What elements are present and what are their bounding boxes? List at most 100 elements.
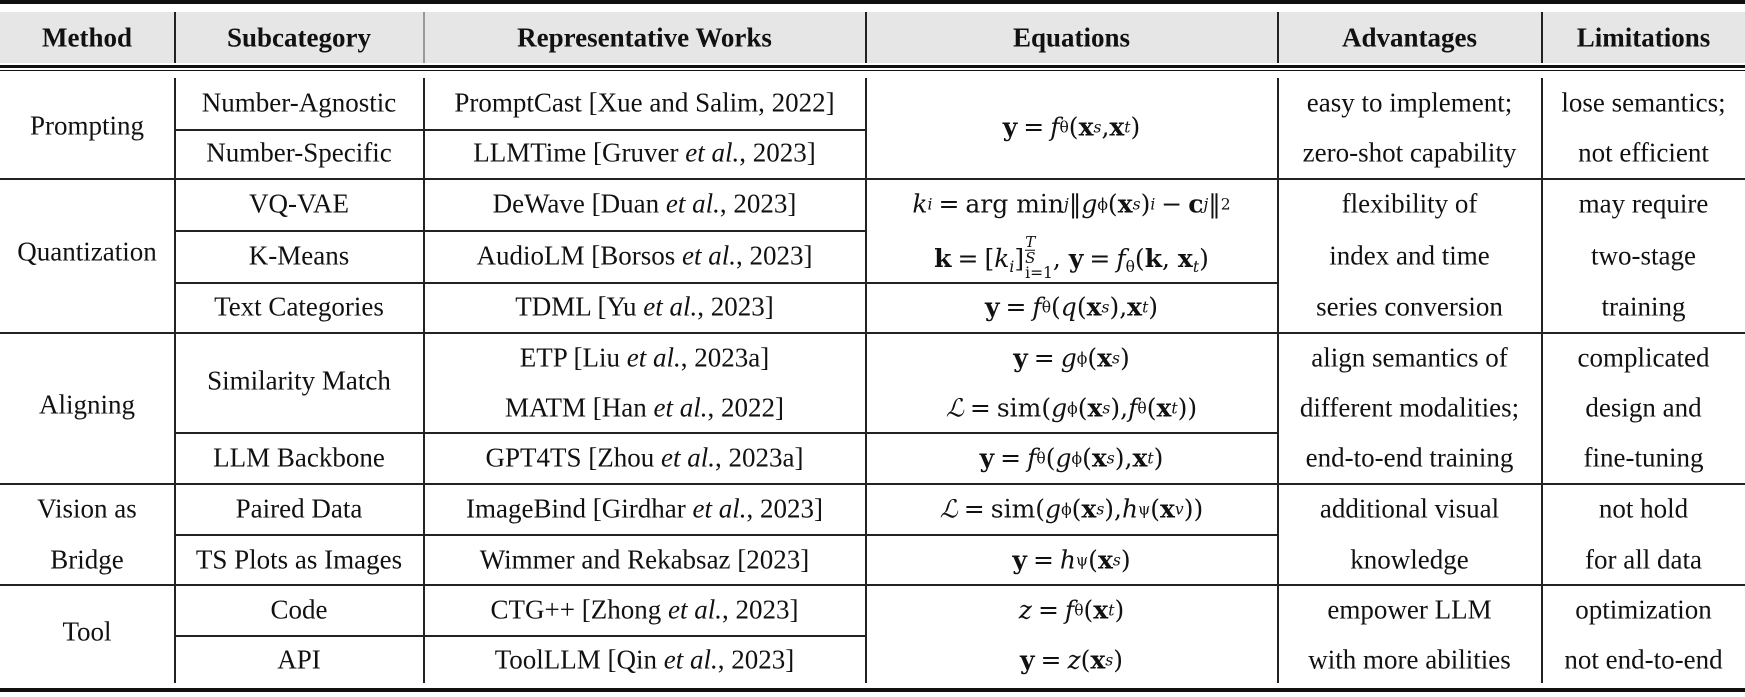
work-citation: DeWave [Duan <box>492 188 666 219</box>
limitation-line: not efficient <box>1578 137 1709 168</box>
advantage-line: series conversion <box>1316 291 1503 322</box>
header-limitations: Limitations <box>1576 22 1711 53</box>
header-rule-thick <box>0 65 1745 68</box>
header-method: Method <box>42 22 132 53</box>
advantage-line: index and time <box>1329 240 1490 271</box>
method-prompting: Prompting <box>29 110 144 141</box>
work-cell: LLMTime [Gruver et al., 2023] <box>424 137 865 168</box>
work-etal: et al. <box>665 188 720 219</box>
equation-k-means-lhs: k=[ki] <box>934 243 1025 276</box>
column-divider <box>1277 78 1279 683</box>
frac-denominator: S <box>1025 248 1036 267</box>
work-year: , 2023] <box>719 188 797 219</box>
row-divider <box>174 129 865 131</box>
limitation-line: optimization <box>1575 594 1712 625</box>
advantage-line: zero-shot capability <box>1302 137 1517 168</box>
header-divider <box>174 12 176 63</box>
header-equations: Equations <box>1012 22 1131 53</box>
work-cell: GPT4TS [Zhou et al., 2023a] <box>424 442 865 473</box>
advantage-line: align semantics of <box>1311 342 1508 373</box>
header-subcategory: Subcategory <box>227 22 371 53</box>
work-cell: DeWave [Duan et al., 2023] <box>424 188 865 219</box>
work-citation: ImageBind [Girdhar <box>466 493 693 524</box>
limitation-line: complicated <box>1577 342 1710 373</box>
advantage-line: empower LLM <box>1327 594 1492 625</box>
subcategory-cell: Similarity Match <box>207 365 391 396</box>
limitation-line: for all data <box>1585 544 1702 575</box>
header-rule-thin <box>0 69 1745 71</box>
work-citation: CTG++ [Zhong <box>490 594 668 625</box>
work-year: , 2023] <box>697 291 774 322</box>
limitation-line: not hold <box>1598 493 1689 524</box>
subcategory-cell: Number-Specific <box>206 137 392 168</box>
advantage-line: additional visual <box>1319 493 1500 524</box>
advantage-line: easy to implement; <box>1306 87 1513 118</box>
work-cell: AudioLM [Borsos et al., 2023] <box>424 240 865 271</box>
bottom-rule <box>0 688 1745 692</box>
limitation-line: not end-to-end <box>1564 644 1723 675</box>
column-divider <box>423 78 425 683</box>
work-etal: et al. <box>685 137 740 168</box>
work-cell: CTG++ [Zhong et al., 2023] <box>424 594 865 625</box>
advantage-line: end-to-end training <box>1305 442 1514 473</box>
limitation-line: two-stage <box>1591 240 1696 271</box>
section-divider <box>0 483 1745 485</box>
equation-k-means-rhs: , y=fθ(k, xt) <box>1052 243 1209 276</box>
work-citation: MATM [Han <box>505 392 654 423</box>
work-cell: ImageBind [Girdhar et al., 2023] <box>424 493 865 524</box>
header-divider <box>865 12 867 63</box>
lower-limit: i=1 <box>1025 263 1053 282</box>
header-representative-works: Representative Works <box>517 22 772 53</box>
column-divider <box>174 78 176 683</box>
advantage-line: knowledge <box>1350 544 1469 575</box>
subcategory-cell: Text Categories <box>214 291 384 322</box>
work-etal: et al. <box>692 493 747 524</box>
work-etal: et al. <box>661 442 715 473</box>
work-citation: AudioLM [Borsos <box>476 240 682 271</box>
work-etal: et al. <box>653 392 708 423</box>
header-advantages: Advantages <box>1341 22 1477 53</box>
work-year: , 2023] <box>736 240 813 271</box>
subcategory-cell: K-Means <box>248 240 350 271</box>
work-citation: TDML [Yu <box>515 291 644 322</box>
header-background <box>0 12 1745 63</box>
subcategory-cell: LLM Backbone <box>213 442 385 473</box>
frac-numerator: T <box>1025 232 1036 251</box>
work-cell: ETP [Liu et al., 2023a] <box>424 344 865 372</box>
column-divider <box>1541 78 1543 683</box>
work-etal: et al. <box>667 594 722 625</box>
subcategory-cell: VQ-VAE <box>249 188 349 219</box>
work-etal: et al. <box>682 240 736 271</box>
header-divider <box>1277 12 1279 63</box>
advantage-line: different modalities; <box>1299 392 1520 423</box>
row-divider <box>174 282 1277 284</box>
work-citation: ToolLLM [Qin <box>494 644 664 675</box>
work-citation: PromptCast [Xue and Salim, 2022] <box>454 87 835 118</box>
work-cell: Wimmer and Rekabsaz [2023] <box>424 546 865 574</box>
subcategory-cell: Paired Data <box>235 493 363 524</box>
work-year: , 2022] <box>707 392 785 423</box>
work-etal: et al. <box>643 291 698 322</box>
work-etal: et al. <box>663 644 718 675</box>
work-citation: LLMTime [Gruver <box>473 137 686 168</box>
row-divider <box>174 635 865 637</box>
work-year: , 2023a] <box>715 442 804 473</box>
method-quantization: Quantization <box>17 236 157 267</box>
limitation-line: fine-tuning <box>1583 442 1704 473</box>
subcategory-cell: API <box>277 644 321 675</box>
row-divider <box>174 230 865 232</box>
work-year: , 2023] <box>717 644 795 675</box>
section-divider <box>0 584 1745 586</box>
header-divider <box>1541 12 1543 63</box>
work-year: , 2023] <box>739 137 816 168</box>
